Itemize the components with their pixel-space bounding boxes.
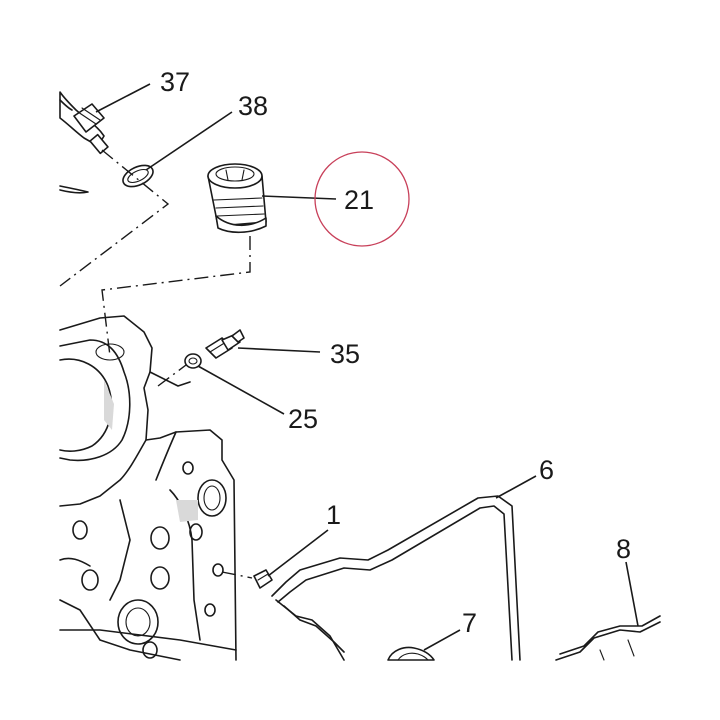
clip-fragment <box>59 185 89 194</box>
callout-25: 25 <box>288 404 318 434</box>
callout-8: 8 <box>616 534 631 564</box>
part-1-bolt <box>221 569 273 589</box>
leader-37 <box>95 83 151 113</box>
part-21-sleeve <box>207 163 267 234</box>
callout-6: 6 <box>539 455 554 485</box>
callout-37: 37 <box>160 67 190 97</box>
leader-6 <box>495 475 537 499</box>
leader-7 <box>423 629 461 651</box>
callout-1: 1 <box>326 500 341 530</box>
callout-7: 7 <box>462 608 477 638</box>
leader-1 <box>267 529 329 577</box>
highlight-circle-21 <box>314 151 410 247</box>
leader-lines <box>95 83 639 651</box>
part-38-o-ring <box>122 164 154 188</box>
part-37-sensor <box>59 91 109 155</box>
leader-25 <box>197 365 285 415</box>
leader-21 <box>261 195 337 200</box>
leader-35 <box>237 347 321 353</box>
leader-8 <box>625 561 639 627</box>
callout-38: 38 <box>238 91 268 121</box>
part-7-seal <box>387 646 435 661</box>
part-8-cover <box>555 615 661 661</box>
leader-38 <box>145 111 233 171</box>
housing-body <box>59 315 237 661</box>
part-6-gasket <box>271 495 521 661</box>
callout-35: 35 <box>330 339 360 369</box>
callout-21: 21 <box>344 185 374 215</box>
assembly-centerlines <box>59 149 251 387</box>
part-35-screw <box>205 329 245 359</box>
part-25-washer <box>184 353 202 369</box>
